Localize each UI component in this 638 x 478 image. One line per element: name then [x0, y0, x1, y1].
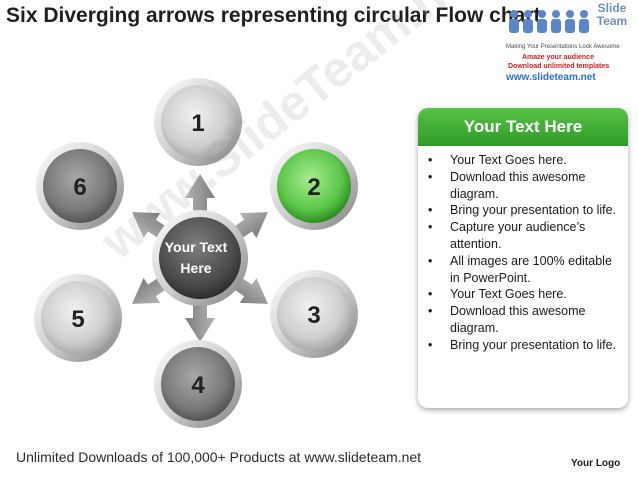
logo-promo-line-2: Download unlimited templates [508, 63, 610, 70]
list-item: • Your Text Goes here. [428, 286, 620, 303]
your-logo-placeholder: Your Logo [571, 458, 621, 469]
logo-tagline: Making Your Presentations Look Awesome [506, 44, 620, 50]
list-item: • Download this awesome diagram. [428, 169, 620, 203]
node-5-label: 5 [71, 306, 84, 333]
node-4-label: 4 [191, 372, 205, 399]
center-label-line-1: Your Text [165, 239, 228, 255]
list-item-text: All images are 100% editable in PowerPoi… [450, 253, 612, 285]
node-1-label: 1 [191, 110, 204, 137]
list-item-text: Capture your audience’s attention. [450, 220, 586, 251]
slide-title: Six Diverging arrows representing circul… [6, 4, 541, 27]
bullet-icon: • [428, 253, 433, 268]
node-5[interactable]: 5 [34, 274, 122, 362]
list-item-text: Your Text Goes here. [450, 153, 567, 167]
list-item-text: Download this awesome diagram. [450, 304, 586, 335]
node-3[interactable]: 3 [270, 270, 358, 358]
bullet-icon: • [428, 169, 433, 184]
bullet-icon: • [428, 287, 433, 302]
node-6[interactable]: 6 [36, 142, 124, 230]
node-2-label: 2 [307, 174, 320, 201]
list-item-text: Bring your presentation to life. [450, 337, 617, 352]
list-item: • Bring your presentation to life. [428, 337, 620, 354]
list-item: • Download this awesome diagram. [428, 303, 620, 337]
text-panel: Your Text Here • Your Text Goes here. • Do… [418, 108, 628, 408]
logo-wordmark: Slide Team [596, 1, 628, 28]
list-item: • Your Text Goes here. [428, 152, 620, 169]
node-6-label: 6 [73, 174, 86, 201]
center-label-line-2: Here [180, 260, 211, 276]
list-item-text: Download this awesome diagram. [450, 169, 586, 201]
bullet-icon: • [428, 304, 433, 319]
node-4[interactable]: 4 [154, 340, 242, 428]
list-item: • Capture your audience’s attention. [428, 219, 620, 253]
node-3-label: 3 [307, 302, 320, 329]
people-logo-icon [509, 10, 589, 33]
logo-url[interactable]: www.slideteam.net [506, 72, 596, 83]
list-item: • All images are 100% editable in PowerPo… [428, 253, 620, 287]
bullet-icon: • [428, 153, 433, 167]
panel-bullet-list: • Your Text Goes here. • Download this awe… [418, 146, 628, 354]
center-hub[interactable]: Your Text Here [152, 210, 248, 306]
list-item-text: Bring your presentation to life. [450, 203, 617, 218]
bullet-icon: • [428, 220, 433, 235]
panel-heading: Your Text Here [418, 108, 628, 146]
bullet-icon: • [428, 337, 433, 352]
node-1[interactable]: 1 [154, 78, 242, 166]
bullet-icon: • [428, 203, 433, 218]
list-item-text: Your Text Goes here. [450, 287, 567, 302]
node-2[interactable]: 2 [270, 142, 358, 230]
footer-text: Unlimited Downloads of 100,000+ Products… [16, 449, 422, 465]
logo-promo-line-1: Amaze your audience [522, 54, 594, 61]
slideteam-logo[interactable]: Slide Team Making Your Presentations Loo… [500, 1, 634, 84]
circular-flow-diagram: Your Text Here 1 2 3 4 5 6 [34, 78, 358, 428]
list-item: • Bring your presentation to life. [428, 202, 620, 219]
